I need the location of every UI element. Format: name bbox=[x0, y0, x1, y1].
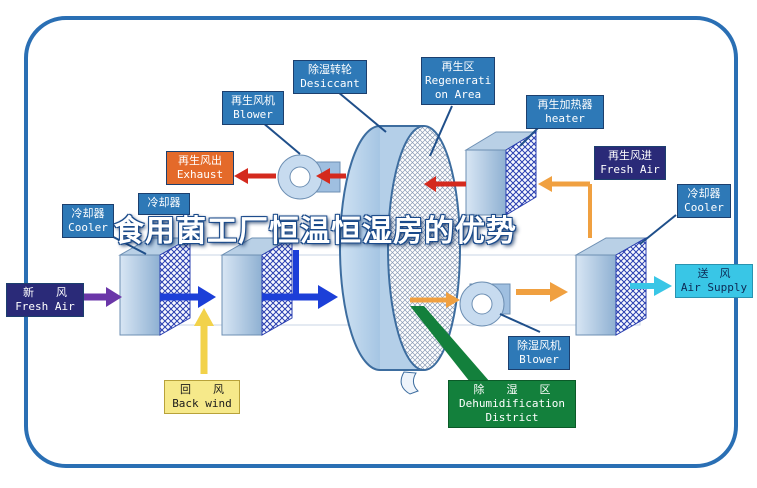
dehum-leader bbox=[410, 306, 490, 382]
watermark-title: 食用菌工厂恒温恒湿房的优势 bbox=[114, 214, 517, 249]
dehum-blower-fan bbox=[459, 281, 511, 327]
regen-arrows bbox=[234, 168, 466, 192]
dehum-arrows bbox=[410, 282, 568, 308]
desiccant-wheel bbox=[339, 125, 461, 395]
fresh-air-arrow bbox=[84, 287, 122, 307]
regen-in-arrow bbox=[538, 176, 592, 238]
heater-box bbox=[464, 131, 538, 216]
mid-cooler-label: 冷却器 bbox=[138, 193, 190, 215]
frame-border bbox=[24, 16, 738, 468]
back-wind-arrow bbox=[194, 308, 214, 374]
middle-cooler bbox=[220, 237, 294, 336]
regen-blower-fan bbox=[277, 154, 341, 200]
supply-arrow bbox=[630, 276, 672, 296]
process-arrows bbox=[160, 250, 338, 309]
